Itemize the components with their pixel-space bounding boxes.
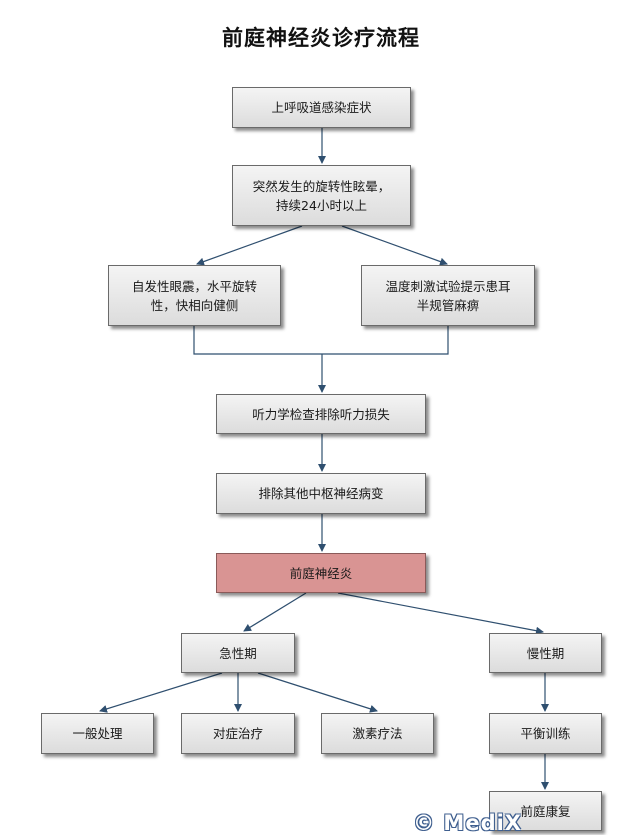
edge-n8-n10 — [99, 672, 223, 713]
node-acute-phase-label: 急性期 — [219, 645, 257, 661]
node-balance-training-label: 平衡训练 — [520, 726, 571, 741]
node-audiology-exam-label: 听力学检查排除听力损失 — [252, 406, 390, 422]
edge-merge — [193, 326, 449, 355]
watermark-logo: © MediX — [413, 811, 522, 835]
edge-n8-n12 — [257, 672, 378, 713]
node-steroid-therapy: 激素疗法 — [321, 713, 434, 754]
node-symptomatic-treatment: 对症治疗 — [181, 713, 295, 754]
node-exclude-cns: 排除其他中枢神经病变 — [216, 473, 426, 514]
node-symptomatic-treatment-label: 对症治疗 — [212, 726, 263, 741]
node-audiology-exam: 听力学检查排除听力损失 — [216, 394, 426, 434]
node-spontaneous-nystagmus: 自发性眼震，水平旋转性，快相向健侧 — [108, 265, 281, 326]
node-chronic-phase: 慢性期 — [489, 633, 602, 673]
node-vestibular-neuritis-label: 前庭神经炎 — [289, 565, 353, 581]
edge-n7-n9 — [337, 592, 544, 635]
node-sudden-vertigo-label: 突然发生的旋转性眩晕，持续24小时以上 — [252, 178, 391, 213]
node-general-management-label: 一般处理 — [72, 726, 123, 741]
edge-n2-n3 — [196, 225, 303, 266]
node-caloric-test-label: 温度刺激试验提示患耳半规管麻痹 — [385, 278, 511, 313]
node-general-management: 一般处理 — [41, 713, 154, 754]
node-vestibular-rehab-label: 前庭康复 — [520, 803, 571, 819]
node-vestibular-rehab: 前庭康复 — [489, 791, 602, 831]
node-chronic-phase-label: 慢性期 — [526, 645, 565, 661]
node-caloric-test: 温度刺激试验提示患耳半规管麻痹 — [361, 265, 535, 326]
edge-n2-n4 — [341, 225, 448, 266]
node-uri-symptoms-label: 上呼吸道感染症状 — [271, 100, 372, 115]
node-spontaneous-nystagmus-label: 自发性眼震，水平旋转性，快相向健侧 — [131, 278, 257, 313]
node-vestibular-neuritis: 前庭神经炎 — [216, 553, 426, 593]
node-exclude-cns-label: 排除其他中枢神经病变 — [258, 486, 384, 501]
diagram-title: 前庭神经炎诊疗流程 — [222, 26, 420, 50]
node-uri-symptoms: 上呼吸道感染症状 — [232, 87, 411, 128]
edge-n7-n8 — [243, 592, 307, 632]
node-steroid-therapy-label: 激素疗法 — [352, 726, 403, 741]
node-balance-training: 平衡训练 — [489, 713, 602, 754]
node-sudden-vertigo: 突然发生的旋转性眩晕，持续24小时以上 — [232, 165, 411, 226]
node-acute-phase: 急性期 — [181, 633, 295, 673]
